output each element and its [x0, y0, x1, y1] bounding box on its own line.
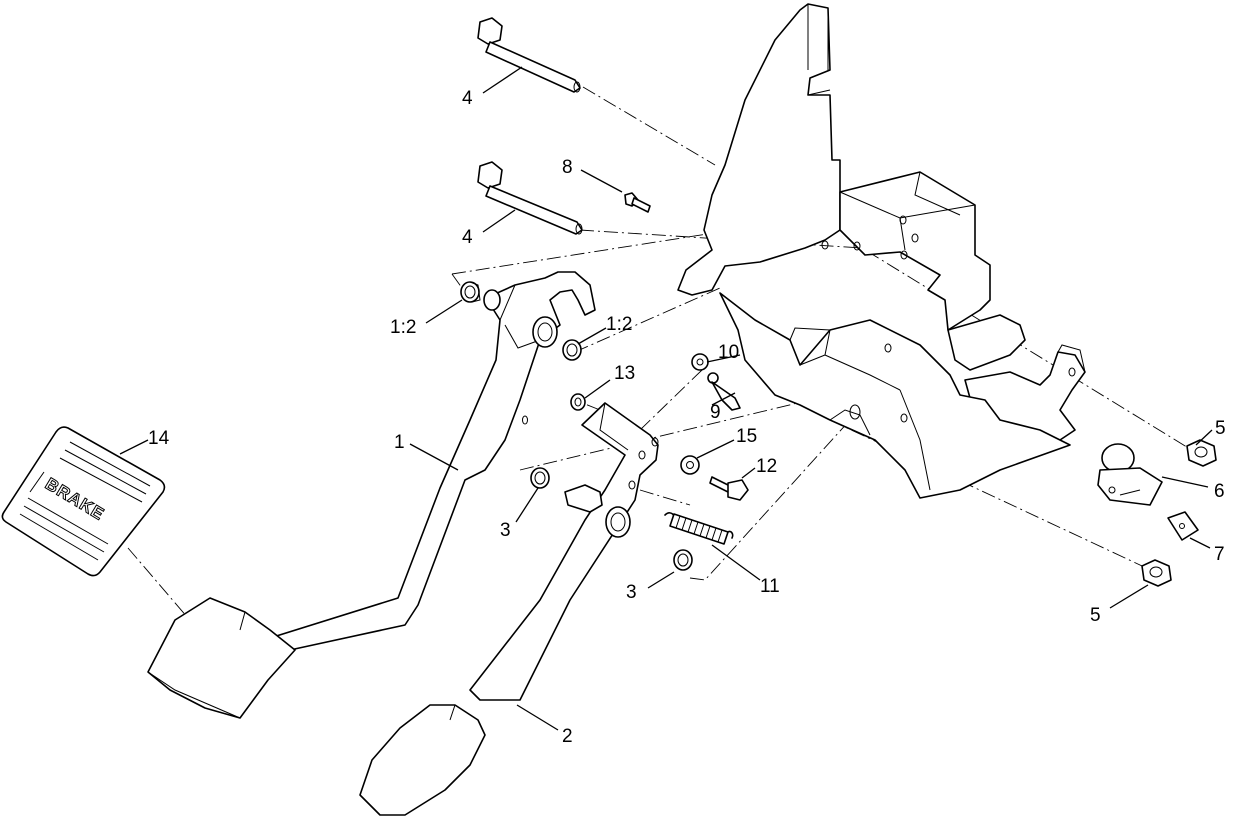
callout-12: 12	[756, 456, 777, 477]
nut-13	[570, 393, 586, 411]
bolt-12	[709, 476, 749, 501]
callout-2: 2	[562, 726, 573, 747]
callout-5-upper: 5	[1215, 418, 1226, 439]
pedal-mount-bracket	[677, 3, 1086, 499]
bolt-upper	[477, 17, 581, 93]
callout-15: 15	[736, 426, 757, 447]
screw-8	[624, 192, 651, 213]
callout-11: 11	[760, 576, 780, 597]
brake-switch-6	[1097, 443, 1163, 506]
callout-5-lower: 5	[1090, 605, 1101, 626]
pedal-1	[147, 271, 596, 719]
callout-13: 13	[614, 363, 635, 384]
callout-4-upper: 4	[462, 88, 473, 109]
flange-nut-5-lower	[1141, 559, 1172, 587]
flange-nut-5-upper	[1186, 439, 1217, 467]
callout-10: 10	[718, 342, 739, 363]
leader-lines	[119, 66, 1213, 731]
callout-1-2-right: 1:2	[606, 314, 632, 335]
callout-3-lower: 3	[626, 582, 637, 603]
callout-1: 1	[394, 432, 405, 453]
pedal-2	[359, 402, 659, 816]
callout-1-2-left: 1:2	[390, 317, 416, 338]
callout-14: 14	[148, 428, 170, 449]
callout-3-upper: 3	[500, 520, 511, 541]
brake-pad-14: BRAKE	[1, 426, 166, 577]
washer-10	[691, 353, 709, 371]
bracket-7	[1167, 511, 1199, 541]
callout-4-lower: 4	[462, 227, 473, 248]
callout-8: 8	[562, 157, 573, 178]
callout-7: 7	[1214, 544, 1225, 565]
bushing-1-2-left	[460, 281, 481, 303]
callout-6: 6	[1214, 481, 1225, 502]
bushing-3-lower	[673, 549, 693, 571]
washer-15	[680, 455, 700, 475]
bushing-3-upper	[530, 467, 550, 489]
bushing-1-2-right	[562, 339, 582, 361]
bolt-lower	[477, 161, 583, 235]
spring-11	[664, 512, 734, 545]
callout-labels: 4 4 8 1:2 1:2 10 13 9 14 1 15 12 3 3 11 …	[148, 88, 1226, 747]
callout-9: 9	[710, 402, 721, 423]
alignment-lines	[127, 86, 1196, 633]
